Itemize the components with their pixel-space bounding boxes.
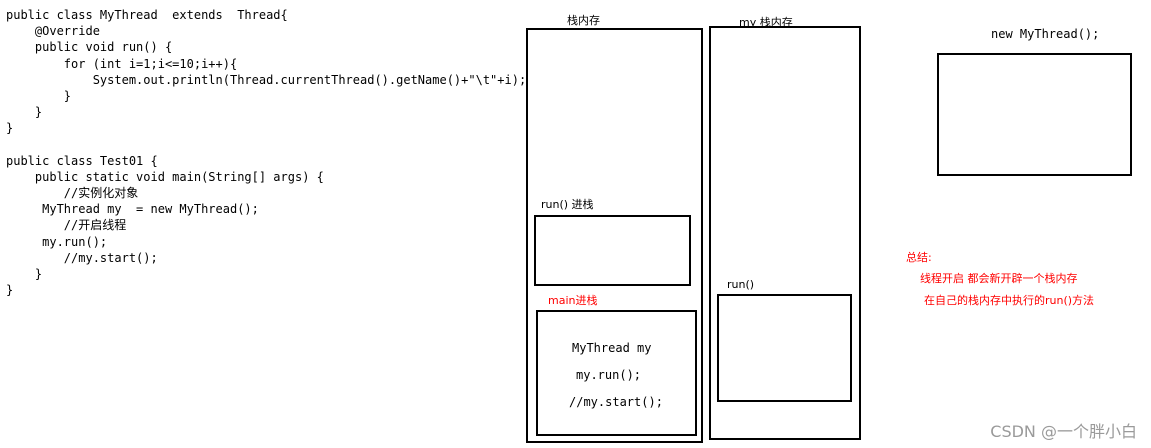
- run-frame-box: [534, 215, 691, 286]
- main-frame-line-2: my.run();: [576, 368, 642, 382]
- main-frame-line-1: MyThread my: [572, 341, 652, 355]
- my-stack-title: my 栈内存: [739, 16, 793, 29]
- code-line: public class Test01 {: [6, 153, 158, 168]
- code-line: MyThread my = new MyThread();: [6, 202, 259, 217]
- code-line: my.run();: [6, 234, 108, 249]
- heap-object-box: [937, 53, 1132, 176]
- code-line: //my.start();: [6, 250, 158, 265]
- code-line: public static void main(String[] args) {: [6, 169, 324, 184]
- my-run-frame-label: run(): [727, 278, 755, 291]
- code-listing: public class MyThread extends Thread{ @O…: [6, 7, 526, 298]
- code-line: }: [6, 105, 43, 120]
- code-line: System.out.println(Thread.currentThread(…: [6, 72, 527, 87]
- code-line: //实例化对象: [6, 186, 139, 201]
- main-stack-title: 栈内存: [567, 14, 600, 27]
- main-frame-label: main进栈: [548, 294, 598, 307]
- code-line: }: [6, 121, 14, 136]
- my-stack-box: [709, 26, 861, 440]
- main-frame-line-3: //my.start();: [569, 395, 663, 409]
- code-line: //开启线程: [6, 218, 127, 233]
- run-frame-label: run() 进栈: [541, 198, 594, 211]
- code-line: }: [6, 88, 72, 103]
- code-line: public class MyThread extends Thread{: [6, 8, 288, 22]
- code-line: @Override: [6, 24, 100, 39]
- main-stack-box: [526, 28, 703, 443]
- code-line: for (int i=1;i<=10;i++){: [6, 56, 238, 71]
- summary-line-1: 线程开启 都会新开辟一个栈内存: [920, 272, 1078, 285]
- summary-line-2: 在自己的栈内存中执行的run()方法: [924, 294, 1095, 307]
- code-line: [6, 137, 526, 153]
- code-line: }: [6, 283, 14, 298]
- my-run-frame-box: [717, 294, 852, 402]
- summary-title: 总结:: [906, 251, 932, 264]
- main-frame-box: [536, 310, 697, 436]
- heap-object-label: new MyThread();: [991, 27, 1100, 41]
- code-line: public void run() {: [6, 40, 173, 55]
- code-line: }: [6, 267, 43, 281]
- csdn-watermark: CSDN @一个胖小白: [990, 422, 1137, 441]
